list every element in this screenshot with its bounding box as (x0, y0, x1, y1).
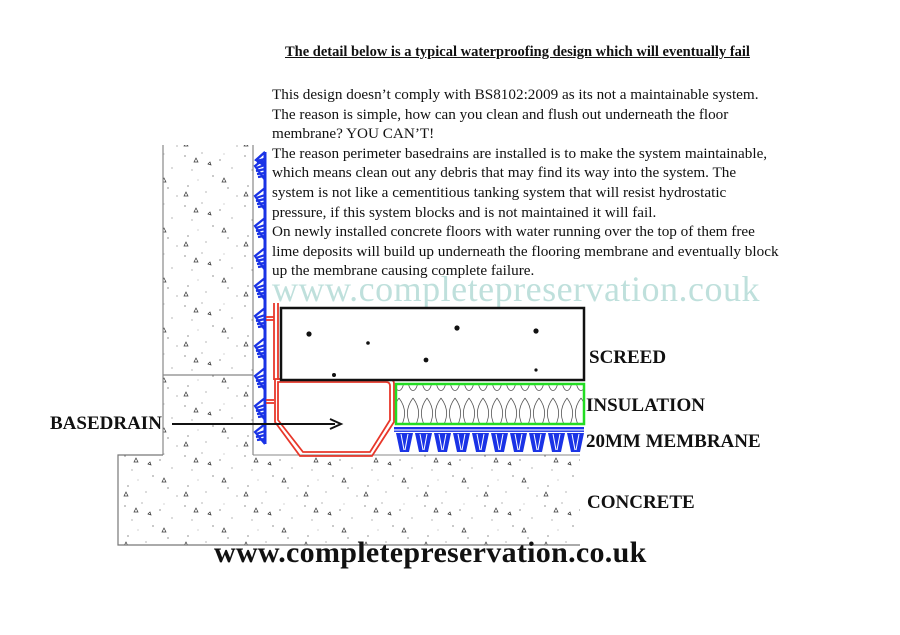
watermark-url: www.completepreservation.couk (272, 269, 761, 309)
description-line: system is not like a cementitious tankin… (272, 183, 727, 201)
description-line: On newly installed concrete floors with … (272, 223, 755, 241)
wall-membrane (253, 150, 267, 445)
description-line: The reason perimeter basedrains are inst… (272, 144, 768, 162)
label-screed: SCREED (589, 347, 667, 368)
label-concrete: CONCRETE (587, 492, 695, 513)
wall-concrete (162, 145, 254, 455)
page-heading: The detail below is a typical waterproof… (285, 44, 750, 60)
footer-url: www.completepreservation.co.uk (214, 536, 647, 569)
description-line: up the membrane causing complete failure… (272, 262, 535, 280)
basedrain-arrow (172, 418, 344, 430)
label-membrane: 20MM MEMBRANE (586, 431, 761, 452)
description-line: lime deposits will build up underneath t… (272, 242, 779, 260)
label-basedrain: BASEDRAIN (50, 413, 162, 434)
insulation-layer (394, 382, 586, 426)
description-text: This design doesn’t comply with BS8102:2… (272, 85, 872, 281)
description-line: membrane? YOU CAN’T! (272, 125, 435, 143)
description-line: which means clean out any debris that ma… (272, 164, 737, 182)
label-insulation: INSULATION (586, 395, 705, 416)
description-line: This design doesn’t comply with BS8102:2… (272, 86, 759, 103)
floor-membrane (394, 427, 585, 453)
description-line: pressure, if this system blocks and is n… (272, 203, 657, 221)
base-slab-concrete (117, 375, 580, 546)
screed-layer (279, 306, 586, 382)
description-line: The reason is simple, how can you clean … (272, 105, 729, 123)
